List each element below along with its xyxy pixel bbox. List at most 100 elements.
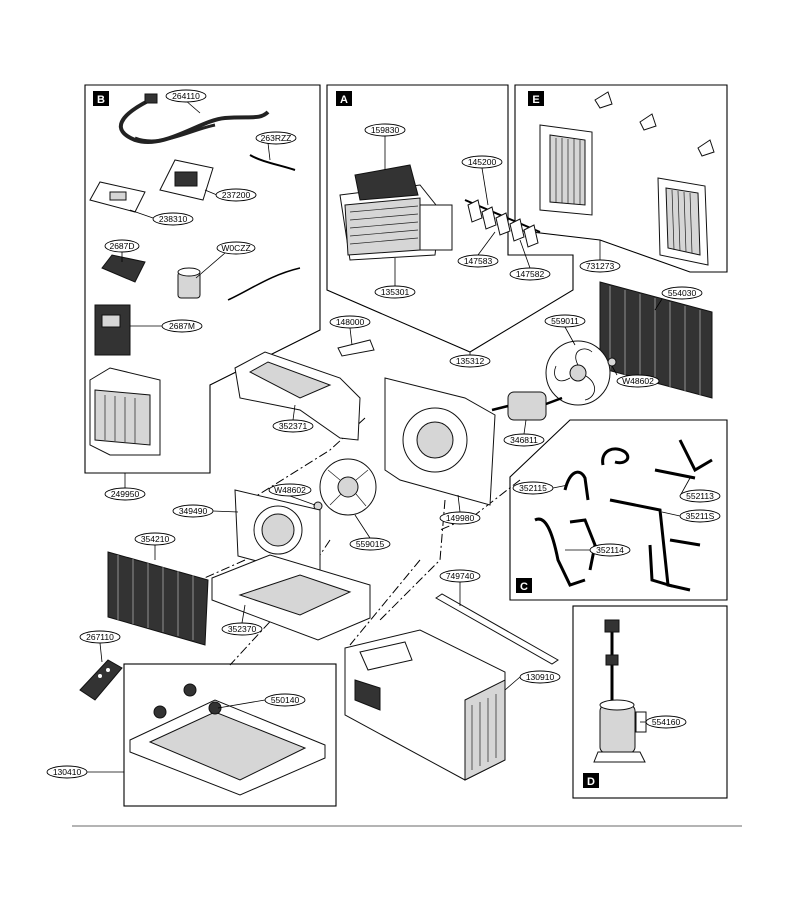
callout-552113: 552113 bbox=[679, 477, 721, 503]
wire-harness-icon bbox=[227, 267, 301, 301]
callout-w48602-a: W48602 bbox=[611, 365, 660, 388]
svg-text:135312: 135312 bbox=[456, 356, 485, 366]
svg-text:W48602: W48602 bbox=[622, 376, 654, 386]
display-panel-icon bbox=[89, 181, 146, 213]
svg-text:W0CZZ: W0CZZ bbox=[221, 243, 250, 253]
section-d-box bbox=[572, 605, 728, 799]
callout-237200: 237200 bbox=[204, 188, 257, 202]
svg-text:550140: 550140 bbox=[271, 695, 300, 705]
assembly-line bbox=[349, 559, 421, 646]
assembly-line bbox=[379, 499, 446, 621]
side-curtain-right-icon bbox=[657, 177, 709, 266]
svg-text:267110: 267110 bbox=[86, 632, 114, 642]
svg-text:C: C bbox=[520, 581, 528, 593]
section-label-e: E bbox=[528, 91, 544, 106]
pcb-2687m-icon bbox=[94, 304, 131, 356]
callout-147582: 147582 bbox=[509, 239, 551, 281]
callout-238310: 238310 bbox=[129, 209, 194, 226]
svg-text:W48602: W48602 bbox=[274, 485, 306, 495]
svg-text:554160: 554160 bbox=[652, 717, 681, 727]
svg-text:130910: 130910 bbox=[526, 672, 555, 682]
control-box-icon bbox=[89, 367, 161, 456]
side-curtain-left-icon bbox=[539, 124, 593, 216]
callout-352370: 352370 bbox=[221, 604, 263, 636]
svg-text:352115: 352115 bbox=[519, 483, 547, 493]
svg-text:238310: 238310 bbox=[159, 214, 188, 224]
callout-267110: 267110 bbox=[79, 630, 121, 663]
callout-149980: 149980 bbox=[439, 494, 481, 525]
svg-text:559011: 559011 bbox=[551, 316, 579, 326]
svg-text:552113: 552113 bbox=[686, 491, 714, 501]
callout-349490: 349490 bbox=[172, 504, 239, 518]
callout-749740: 749740 bbox=[439, 569, 481, 606]
callout-2687m: 2687M bbox=[130, 319, 203, 333]
front-grille-icon bbox=[339, 164, 453, 261]
section-c-box bbox=[509, 419, 728, 601]
svg-text:B: B bbox=[97, 94, 105, 106]
svg-text:559015: 559015 bbox=[356, 539, 385, 549]
callout-130410: 130410 bbox=[46, 765, 124, 779]
svg-text:35211S: 35211S bbox=[686, 511, 715, 521]
cabinet-icon bbox=[344, 629, 506, 781]
base-pan-box bbox=[123, 663, 337, 807]
callout-731273: 731273 bbox=[579, 240, 621, 273]
svg-text:2687D: 2687D bbox=[109, 241, 134, 251]
svg-text:346811: 346811 bbox=[510, 435, 538, 445]
section-label-c: C bbox=[516, 578, 532, 593]
svg-text:145200: 145200 bbox=[468, 157, 497, 167]
svg-text:352370: 352370 bbox=[228, 624, 257, 634]
callout-135301: 135301 bbox=[374, 258, 416, 299]
evaporator-coil-icon bbox=[107, 551, 209, 646]
callout-135312: 135312 bbox=[449, 352, 491, 368]
callout-346811: 346811 bbox=[503, 419, 545, 447]
section-a-box bbox=[326, 84, 574, 353]
svg-text:147583: 147583 bbox=[464, 256, 493, 266]
svg-text:A: A bbox=[340, 94, 348, 106]
svg-text:130410: 130410 bbox=[53, 767, 82, 777]
callout-559015: 559015 bbox=[349, 514, 391, 551]
power-cord-icon bbox=[119, 93, 270, 144]
callout-352371: 352371 bbox=[272, 404, 314, 433]
svg-text:237200: 237200 bbox=[222, 190, 251, 200]
callout-148000: 148000 bbox=[329, 315, 371, 346]
blower-wheel-icon bbox=[319, 458, 377, 516]
rail-749740-icon bbox=[435, 593, 559, 665]
svg-text:2687M: 2687M bbox=[169, 321, 195, 331]
callout-145200: 145200 bbox=[461, 155, 503, 206]
drain-pan-icon bbox=[211, 554, 371, 641]
callout-352114: 352114 bbox=[565, 543, 631, 557]
section-label-a: A bbox=[336, 91, 352, 106]
svg-text:352114: 352114 bbox=[596, 545, 624, 555]
callout-554160: 554160 bbox=[640, 715, 687, 729]
callout-554030: 554030 bbox=[654, 286, 703, 311]
callout-2687d: 2687D bbox=[104, 239, 140, 262]
tube-352115-icon bbox=[563, 447, 630, 501]
louver-assembly-icon bbox=[464, 199, 541, 248]
callout-w48602-b: W48602 bbox=[268, 483, 316, 506]
fan-motor-icon bbox=[491, 391, 563, 421]
callout-130910: 130910 bbox=[504, 670, 561, 691]
svg-text:D: D bbox=[587, 776, 595, 788]
callout-263rzz: 263RZZ bbox=[255, 131, 297, 161]
svg-text:148000: 148000 bbox=[336, 317, 365, 327]
remote-control-icon bbox=[79, 659, 123, 701]
svg-text:352371: 352371 bbox=[279, 421, 308, 431]
tube-552113-icon bbox=[654, 439, 713, 480]
scroll-panel-icon bbox=[234, 489, 321, 579]
callout-550140: 550140 bbox=[217, 693, 306, 709]
svg-text:731273: 731273 bbox=[586, 261, 615, 271]
svg-text:554030: 554030 bbox=[668, 288, 697, 298]
callout-147583: 147583 bbox=[457, 231, 499, 268]
wire-263rzz-icon bbox=[249, 154, 296, 171]
callout-159830: 159830 bbox=[364, 123, 406, 170]
svg-text:749740: 749740 bbox=[446, 571, 475, 581]
svg-text:354210: 354210 bbox=[141, 534, 170, 544]
svg-text:264110: 264110 bbox=[172, 91, 200, 101]
svg-text:249950: 249950 bbox=[111, 489, 140, 499]
callout-35211s: 35211S bbox=[661, 509, 721, 523]
air-guide-icon bbox=[234, 351, 361, 441]
callout-w0czz: W0CZZ bbox=[195, 241, 256, 279]
callout-354210: 354210 bbox=[134, 532, 176, 560]
svg-text:147582: 147582 bbox=[516, 269, 545, 279]
